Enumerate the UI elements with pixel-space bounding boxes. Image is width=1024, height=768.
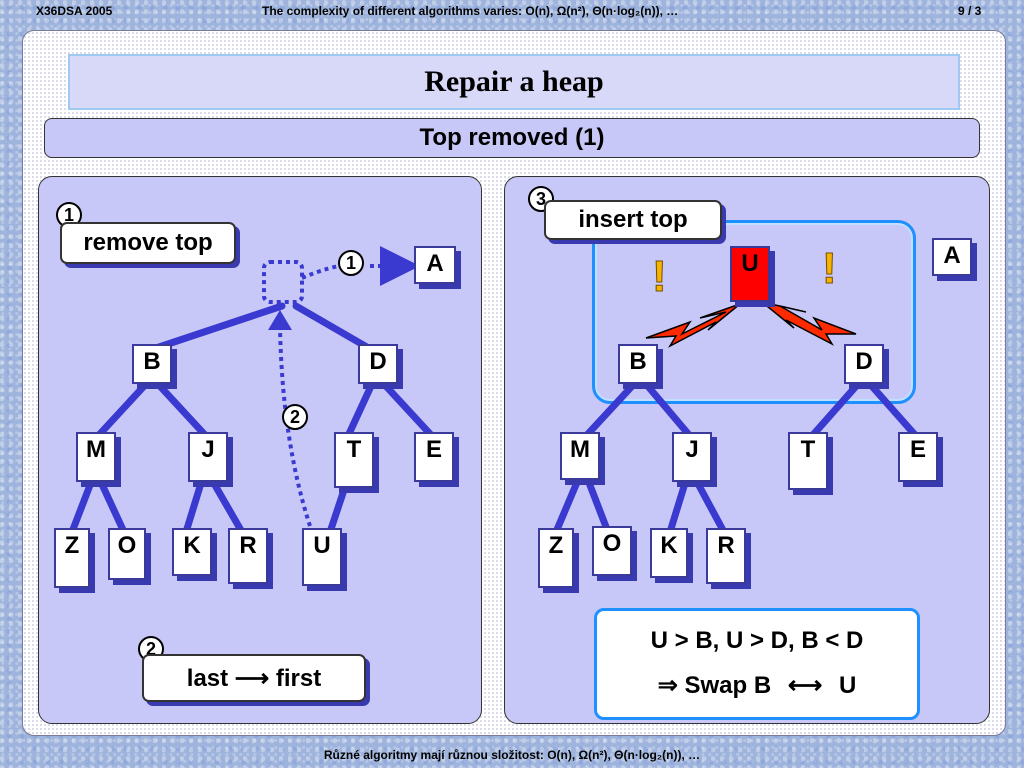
node-T: T xyxy=(334,432,374,488)
lightning-bolt-left xyxy=(645,303,741,348)
path-step-badge: 2 xyxy=(282,404,308,430)
node-R: R xyxy=(228,528,268,584)
node-U-top: U xyxy=(730,246,770,302)
slide-title: Repair a heap xyxy=(424,65,604,98)
edge-D-E-r xyxy=(866,380,920,440)
footer: Různé algoritmy mají různou složitost: O… xyxy=(323,748,701,762)
node-M: M xyxy=(76,432,116,482)
edge-J-K-r xyxy=(666,476,690,536)
last-to-first-arrowhead xyxy=(268,310,292,330)
node-J-right: J xyxy=(672,432,712,482)
node-R-right: R xyxy=(706,528,746,584)
swap-highlight xyxy=(592,220,916,404)
lightning-bolt-right xyxy=(761,301,857,346)
node-D: D xyxy=(358,344,398,384)
remove-top-label: remove top xyxy=(60,222,236,264)
edge-D-T-r xyxy=(808,380,862,440)
node-J: J xyxy=(188,432,228,482)
node-K: K xyxy=(172,528,212,576)
node-M-right: M xyxy=(560,432,600,480)
edge-root-B xyxy=(146,302,286,354)
node-Z: Z xyxy=(54,528,90,588)
edge-D-E xyxy=(380,380,436,440)
node-B: B xyxy=(132,344,172,384)
edge-B-M xyxy=(94,380,150,440)
node-O-right: O xyxy=(592,526,632,576)
edge-M-O xyxy=(96,476,128,536)
header-center: The complexity of different algorithms v… xyxy=(262,4,679,18)
swap-arrow-icon: ⟷ xyxy=(787,672,823,699)
edge-root-D xyxy=(292,302,376,354)
node-B-right: B xyxy=(618,344,658,384)
removed-node-A-right: A xyxy=(932,238,972,276)
edge-B-J-r xyxy=(642,380,694,440)
swap-line: ⇒ Swap B ⟷ U xyxy=(597,671,917,700)
edge-B-M-r xyxy=(582,380,638,440)
swap-right-text: U xyxy=(838,672,857,699)
swap-left-text: ⇒ Swap B xyxy=(657,672,772,699)
last-first-label: last ⟶ first xyxy=(142,654,366,702)
warning-exclamation-right-icon: ! xyxy=(822,244,838,294)
slide-subtitle: Top removed (1) xyxy=(419,124,605,151)
title-box: Repair a heap xyxy=(68,54,960,110)
header-left: X36DSA 2005 xyxy=(36,4,113,18)
node-O: O xyxy=(108,528,146,580)
node-D-right: D xyxy=(844,344,884,384)
edge-B-J xyxy=(154,380,210,440)
edge-T-U xyxy=(326,480,350,536)
warning-exclamation-left-icon: ! xyxy=(652,252,668,302)
node-T-right: T xyxy=(788,432,828,490)
edge-J-K xyxy=(182,476,206,536)
edge-M-O-r xyxy=(584,476,612,536)
edge-M-Z xyxy=(68,476,96,536)
subtitle-box: Top removed (1) xyxy=(44,118,980,158)
comparison-line: U > B, U > D, B < D xyxy=(650,627,864,654)
removed-node-A: A xyxy=(414,246,456,284)
node-E: E xyxy=(414,432,454,482)
empty-root-slot xyxy=(262,260,304,304)
insert-top-label: insert top xyxy=(544,200,722,240)
edge-J-R xyxy=(208,476,246,536)
edge-J-R-r xyxy=(692,476,728,536)
arrow-step-badge: 1 xyxy=(338,250,364,276)
node-K-right: K xyxy=(650,528,688,578)
node-Z-right: Z xyxy=(538,528,574,588)
edge-D-T xyxy=(344,380,376,440)
header-right: 9 / 3 xyxy=(958,4,982,18)
node-E-right: E xyxy=(898,432,938,482)
edge-M-Z-r xyxy=(552,476,582,536)
node-U-last: U xyxy=(302,528,342,586)
comparison-box: U > B, U > D, B < D ⇒ Swap B ⟷ U xyxy=(594,608,920,720)
